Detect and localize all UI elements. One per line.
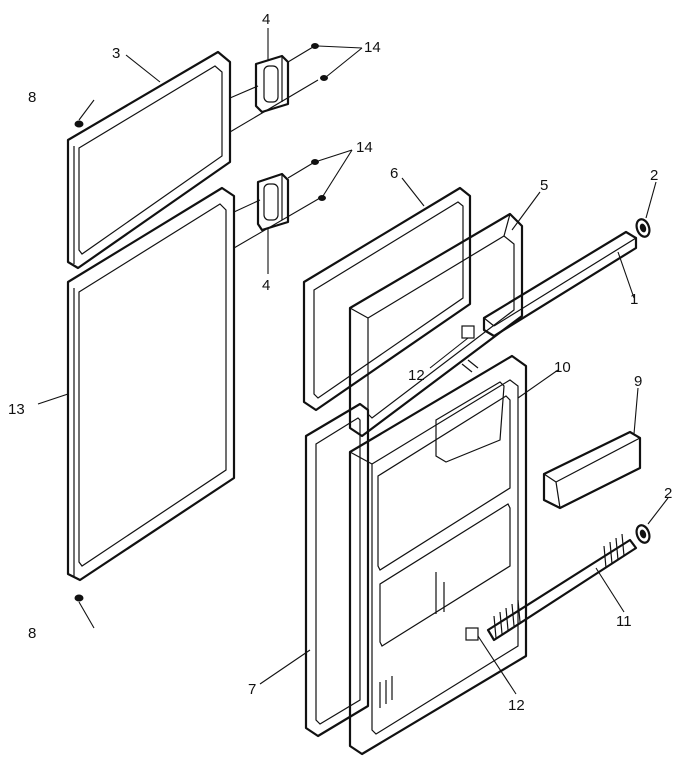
lower-door-gasket [66,186,236,582]
end-cap-bottom [635,524,651,544]
callout-10: 10 [554,359,571,376]
callout-6: 6 [390,165,398,182]
fresh-food-door-liner [348,354,528,756]
end-cap-top [635,218,651,238]
handle-bottom [256,172,290,232]
screw-set-top [311,43,328,81]
lower-shelf-rail [486,533,638,642]
freezer-shelf-rail [482,230,638,338]
handle-top [254,54,290,114]
callout-8-top: 8 [28,89,36,106]
dairy-compartment-door [542,430,642,510]
callout-9: 9 [634,373,642,390]
callout-1: 1 [630,291,638,308]
callout-2-top: 2 [650,167,658,184]
callout-8-bottom: 8 [28,625,36,642]
callout-2-bottom: 2 [664,485,672,502]
callout-11: 11 [616,613,632,630]
callout-7: 7 [248,681,256,698]
fresh-food-liner-gasket [304,402,370,738]
callout-3: 3 [112,45,120,62]
leader-lines [37,28,669,695]
callout-4-bottom: 4 [262,277,270,294]
callout-5: 5 [540,177,548,194]
plug-top [74,120,84,128]
callout-12-bottom: 12 [508,697,525,714]
freezer-liner-gasket [302,186,472,412]
callout-12-top: 12 [408,367,425,384]
callout-4-top: 4 [262,11,270,28]
assembly-lines [229,46,321,249]
callout-14-top: 14 [364,39,381,56]
callout-13: 13 [8,401,25,418]
screw-set-bottom [311,159,326,201]
callout-14-bottom: 14 [356,139,373,156]
plug-bottom [74,594,84,602]
upper-door-gasket [66,50,232,270]
